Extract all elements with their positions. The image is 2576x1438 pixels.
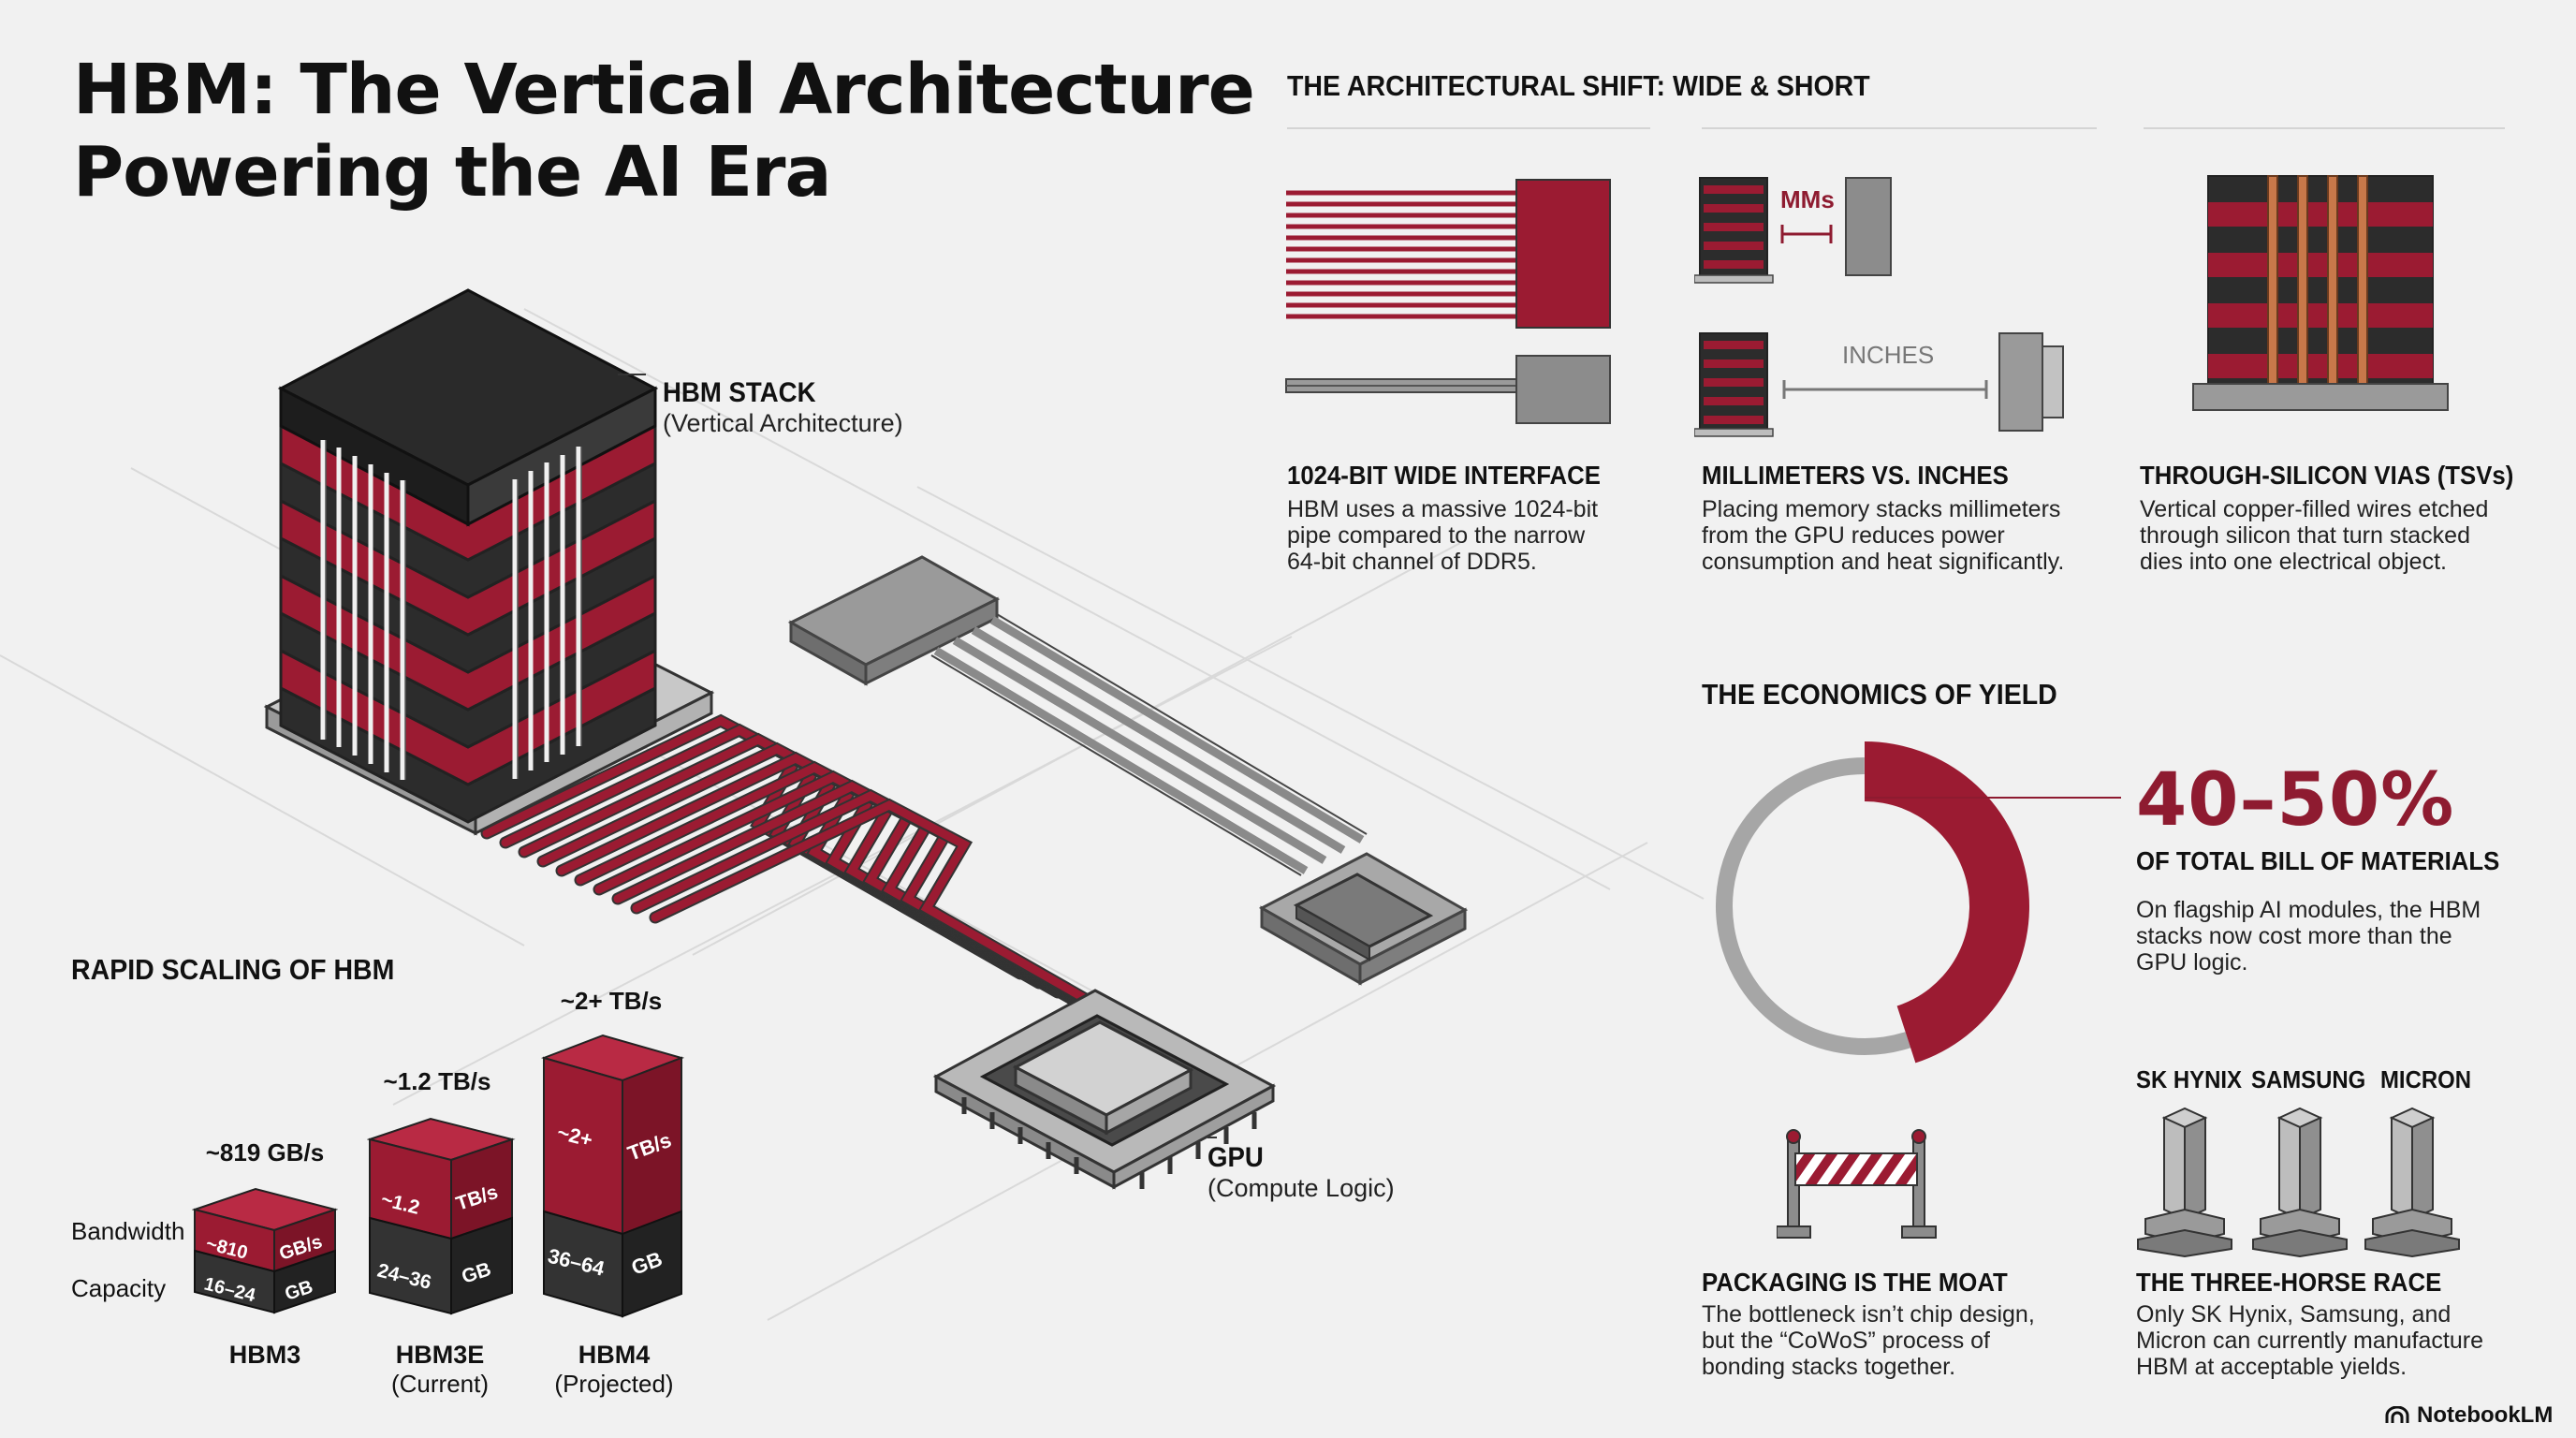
shift-divider-3 <box>2144 127 2505 129</box>
distance-comparison-icon: MMs INCHES <box>1694 177 2064 437</box>
race-line: Only SK Hynix, Samsung, and <box>2136 1301 2452 1328</box>
hbm-stack-title: HBM STACK <box>663 377 816 408</box>
hbm-wide-bus <box>480 713 1195 1064</box>
shift-divider-1 <box>1287 127 1650 129</box>
card-wide-interface: 1024-BIT WIDE INTERFACE HBM uses a massi… <box>1287 461 1628 575</box>
moat-line: bonding stacks together. <box>1702 1354 1956 1380</box>
card-tsv: THROUGH-SILICON VIAS (TSVs) Vertical cop… <box>2140 461 2546 575</box>
tsv-icon <box>2192 175 2449 411</box>
bom-line: GPU logic. <box>2136 949 2248 976</box>
notebooklm-logo-icon <box>2385 1406 2409 1423</box>
card-1-body: HBM uses a massive 1024-bit pipe compare… <box>1287 496 1628 575</box>
card-3-body: Vertical copper-filled wires etched thro… <box>2140 496 2546 575</box>
hbm3e-cubes: ~1.2 TB/s 24–36 GB <box>367 1117 516 1315</box>
card-distance: MILLIMETERS VS. INCHES Placing memory st… <box>1702 461 2064 575</box>
wide-interface-icon <box>1285 179 1611 424</box>
card-1-title: 1024-BIT WIDE INTERFACE <box>1287 461 1601 490</box>
gpu-chip-illustration <box>932 989 1277 1190</box>
hbm4-cubes: ~2+ TB/s 36–64 GB <box>541 1034 685 1318</box>
card-three-horse-race: THE THREE-HORSE RACE Only SK Hynix, Sams… <box>2136 1268 2483 1380</box>
hero-illustration <box>0 288 1705 1321</box>
hbm-stack-subtitle: (Vertical Architecture) <box>663 409 903 437</box>
hbm3-name: HBM3 <box>228 1341 301 1369</box>
moat-body: The bottleneck isn’t chip design, but th… <box>1702 1301 2035 1380</box>
scaling-heading: RAPID SCALING OF HBM <box>71 953 395 986</box>
barrier-icon <box>1777 1129 1937 1239</box>
race-title: THE THREE-HORSE RACE <box>2136 1268 2442 1297</box>
hbm3-bandwidth-value: ~819 GB/s <box>192 1138 338 1167</box>
hbm-stack-illustration <box>263 288 715 836</box>
brand-watermark: NotebookLM <box>2385 1402 2553 1429</box>
title-line-1: HBM: The Vertical Architecture <box>73 50 1255 130</box>
yield-heading: THE ECONOMICS OF YIELD <box>1702 678 2057 711</box>
hbm3e-bandwidth-value: ~1.2 TB/s <box>367 1067 507 1096</box>
bom-stat: 40–50% OF TOTAL BILL OF MATERIALS On fla… <box>2136 758 2531 976</box>
gpu-title: GPU <box>1208 1142 1264 1173</box>
hbm3e-gen-label: HBM3E (Current) <box>367 1341 513 1399</box>
hbm4-sub: (Projected) <box>554 1370 674 1398</box>
card-2-title: MILLIMETERS VS. INCHES <box>1702 461 2009 490</box>
gpu-subtitle: (Compute Logic) <box>1208 1174 1395 1202</box>
hbm4-gen-label: HBM4 (Projected) <box>541 1341 687 1399</box>
bom-stat-label: OF TOTAL BILL OF MATERIALS <box>2136 846 2500 875</box>
card-2-line: from the GPU reduces power <box>1702 522 2005 549</box>
hbm3-cubes: ~810 GB/s 16–24 GB <box>192 1187 338 1314</box>
race-line: Micron can currently manufacture <box>2136 1328 2483 1354</box>
moat-title: PACKAGING IS THE MOAT <box>1702 1268 2008 1297</box>
mm-label: MMs <box>1780 185 1835 213</box>
background-grid <box>0 308 1705 1321</box>
inches-label: INCHES <box>1842 341 1934 369</box>
hbm3e-bw-top: ~1.2 TB/s <box>383 1067 491 1095</box>
bom-stat-body: On flagship AI modules, the HBM stacks n… <box>2136 897 2531 976</box>
shift-divider-2 <box>1702 127 2097 129</box>
hbm4-bandwidth-value: ~2+ TB/s <box>541 987 681 1016</box>
race-line: HBM at acceptable yields. <box>2136 1354 2408 1380</box>
ddr5-narrow-channel <box>787 555 1469 986</box>
hbm4-bw-top: ~2+ TB/s <box>560 987 663 1015</box>
card-3-title: THROUGH-SILICON VIAS (TSVs) <box>2140 461 2514 490</box>
hbm3-bw-top: ~819 GB/s <box>205 1138 325 1167</box>
card-3-line: Vertical copper-filled wires etched <box>2140 496 2489 522</box>
donut-track <box>1716 757 1911 1055</box>
title-line-2: Powering the AI Era <box>73 132 831 213</box>
hbm3e-name: HBM3E <box>395 1341 485 1369</box>
page-title: HBM: The Vertical Architecture Powering … <box>73 49 1255 213</box>
hbm3e-sub: (Current) <box>390 1370 489 1398</box>
bom-stat-value: 40–50% <box>2136 758 2455 843</box>
card-2-body: Placing memory stacks millimeters from t… <box>1702 496 2064 575</box>
hbm3-gen-label: HBM3 <box>192 1341 338 1370</box>
hbm-stack-label: HBM STACK (Vertical Architecture) <box>663 377 903 438</box>
card-2-line: Placing memory stacks millimeters <box>1702 496 2061 522</box>
card-3-line: dies into one electrical object. <box>2140 549 2447 575</box>
bom-line: stacks now cost more than the <box>2136 923 2452 949</box>
card-1-line: 64-bit channel of DDR5. <box>1287 549 1537 575</box>
shift-heading: THE ARCHITECTURAL SHIFT: WIDE & SHORT <box>1287 69 1870 102</box>
bom-donut-chart <box>1716 741 2121 1064</box>
vendor-pillars-icon <box>2137 1107 2460 1258</box>
card-3-line: through silicon that turn stacked <box>2140 522 2470 549</box>
moat-line: but the “CoWoS” process of <box>1702 1328 1991 1354</box>
donut-share-arc <box>1865 741 2029 1064</box>
brand-name: NotebookLM <box>2417 1402 2554 1428</box>
card-packaging-moat: PACKAGING IS THE MOAT The bottleneck isn… <box>1702 1268 2035 1380</box>
vendor-samsung: SAMSUNG <box>2251 1065 2366 1093</box>
bandwidth-row-label: Bandwidth <box>71 1217 185 1245</box>
vendor-sk-hynix: SK HYNIX <box>2136 1065 2242 1093</box>
capacity-row-label: Capacity <box>71 1274 167 1302</box>
card-1-line: pipe compared to the narrow <box>1287 522 1586 549</box>
vendor-micron: MICRON <box>2380 1065 2472 1093</box>
moat-line: The bottleneck isn’t chip design, <box>1702 1301 2035 1328</box>
race-body: Only SK Hynix, Samsung, and Micron can c… <box>2136 1301 2483 1380</box>
hbm4-name: HBM4 <box>578 1341 651 1369</box>
bom-line: On flagship AI modules, the HBM <box>2136 897 2481 923</box>
card-1-line: HBM uses a massive 1024-bit <box>1287 496 1599 522</box>
card-2-line: consumption and heat significantly. <box>1702 549 2065 575</box>
gpu-label: GPU (Compute Logic) <box>1208 1142 1395 1203</box>
